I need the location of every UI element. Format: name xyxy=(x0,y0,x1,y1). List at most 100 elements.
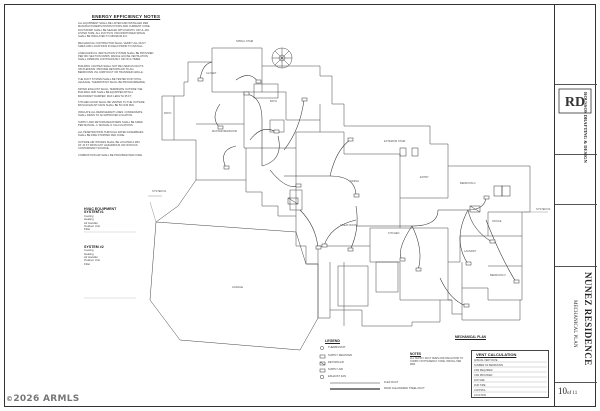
energy-note-line: SHALL OPERATE CONTINUOUSLY OR ON A TIMER… xyxy=(78,58,141,62)
energy-note-line: BUILDING AND SHALL BE EQUIPPED WITH A xyxy=(78,91,134,95)
room-label-great-room: GREAT ROOM xyxy=(340,224,358,227)
energy-note-line: COMBUSTION AIR SHALL BE PROVIDED PER COD… xyxy=(78,153,143,157)
energy-note-line: A MECHANICAL VENTILATION SYSTEM SHALL BE… xyxy=(78,51,154,55)
vent-calc-row: NUMBER OF BEDROOMS xyxy=(474,364,503,367)
energy-note-line: LISTED TAPE. ALL DUCTS IN UNCONDITIONED … xyxy=(78,31,146,35)
notes-block-text: ALL SUPPLY DUCT SIZES AND INSULATION TO … xyxy=(410,357,464,366)
system2-label: SYSTEM #2 xyxy=(84,244,104,249)
energy-note-line: PER MANUAL J / MANUAL D CALCULATIONS. xyxy=(78,124,134,128)
vent-calculation-title: VENT CALCULATION xyxy=(476,352,517,357)
energy-note-line: PER IRC SECTION M1505. WHOLE HOUSE VENTI… xyxy=(78,54,148,58)
legend-supply-register: SUPPLY REGISTER xyxy=(328,354,352,357)
notes-block-title: NOTES xyxy=(410,352,421,356)
energy-note-line: BATH EXHAUST FANS SHALL BE 50 CFM MIN. xyxy=(78,104,135,108)
room-label-closet: CLOSET xyxy=(206,72,217,75)
energy-note-line: MECHANICAL CONTRACTOR SHALL VERIFY ALL D… xyxy=(78,41,146,45)
room-label-system1: SYSTEM #1 xyxy=(152,190,167,193)
vent-calculation-rows: ANNUAL VENT RATE NUMBER OF BEDROOMS CFM RE… xyxy=(474,358,503,398)
energy-note-line: ALL EQUIPMENT SHALL BE LISTED AND INSTAL… xyxy=(78,22,149,25)
label-spiral-stair: SPIRAL STAIR xyxy=(236,40,254,43)
energy-note-line: BACKDRAFT DAMPER. MAX LENGTH 35 FT. xyxy=(78,94,132,98)
watermark-brand: ARMLS xyxy=(43,394,80,404)
sheet-total: of 11 xyxy=(567,391,578,396)
energy-note-line: BUILDING CAVITIES SHALL NOT BE USED AS D… xyxy=(78,64,144,68)
svg-text:RD: RD xyxy=(565,95,585,110)
vent-calc-row: CFM REQUIRED xyxy=(474,369,493,372)
house-outline-north xyxy=(173,47,531,327)
room-label-dining: DINING xyxy=(350,180,360,183)
room-label-system2: SYSTEM #2 xyxy=(536,208,551,211)
vent-calc-row: CFM PROVIDED xyxy=(474,374,493,377)
energy-note-line: OF 10 FT FROM ANY HAZARDOUS OR NOXIOUS xyxy=(78,143,138,147)
room-label-bedroom3: BEDROOM 3 xyxy=(490,274,506,277)
equipment-row: Air Handler xyxy=(84,220,98,225)
vent-calc-row: FAN SIZE xyxy=(474,379,485,382)
vent-calc-row: ANNUAL VENT RATE xyxy=(474,359,498,362)
equipment-row: Cooling xyxy=(84,248,94,253)
room-label-entry: ENTRY xyxy=(420,176,429,179)
copyright-symbol: © xyxy=(6,395,14,403)
energy-notes-body: ALL EQUIPMENT SHALL BE LISTED AND INSTAL… xyxy=(78,22,166,157)
equipment-row: Filter xyxy=(84,261,91,266)
watermark-year: 2026 xyxy=(13,394,40,404)
system1-label: SYSTEM #1 xyxy=(84,210,104,215)
energy-note-line: CONTAMINANT SOURCE. xyxy=(78,147,110,151)
project-name: NUNEZ RESIDENCE xyxy=(583,272,593,366)
legend-rigid-duct: RIGID GALVANIZED STEEL DUCT xyxy=(384,387,425,390)
energy-note-line: MANUFACTURER'S INSTRUCTIONS AND CURRENT … xyxy=(78,25,151,29)
room-label-office: OFFICE xyxy=(492,220,502,223)
firm-name: ROUSSOS DRAFTING & DESIGN xyxy=(583,92,588,163)
equipment-row: Cooling xyxy=(84,213,94,218)
energy-note-line: SHALL BE INSULATED TO MINIMUM R-6. xyxy=(78,35,128,39)
legend-flex-duct: FLEX DUCT xyxy=(384,381,399,384)
equipment-row: Heating xyxy=(84,251,94,256)
energy-note-line: SUPPLY AND RETURN REGISTERS SHALL BE SIZ… xyxy=(78,120,143,124)
title-block xyxy=(554,4,597,407)
room-label-garage: GARAGE xyxy=(232,286,244,289)
room-label-bath: BATH xyxy=(270,100,277,103)
room-label-patio: PATIO xyxy=(164,112,172,115)
garage-outline xyxy=(149,221,319,351)
vent-calc-row: CONTROL xyxy=(474,389,486,392)
energy-note-line: SHALL BE FIRE STOPPED PER CODE. xyxy=(78,134,125,138)
energy-note-line: ALL PENETRATIONS THROUGH RATED ASSEMBLIE… xyxy=(78,130,144,134)
energy-note-line: BEDROOMS VIA JUMP DUCT OR TRANSFER GRILL… xyxy=(78,71,144,75)
room-label-kitchen: KITCHEN xyxy=(388,232,400,235)
firm-logo: RD xyxy=(558,88,592,114)
equipment-row: Outdoor Unit xyxy=(84,224,100,229)
equipment-row: Filter xyxy=(84,227,91,232)
watermark: ©2026 ARMLS xyxy=(6,394,80,404)
legend-supply-air: SUPPLY AIR xyxy=(328,368,343,371)
sheet-border xyxy=(4,4,596,407)
label-exterior-stair: EXTERIOR STAIR xyxy=(384,140,406,143)
sheet-number: 10of 11 xyxy=(558,386,577,396)
legend-thermostat: THERMOSTAT xyxy=(328,346,346,349)
legend-return-air: RETURN AIR xyxy=(328,361,344,364)
energy-note-line: DRYER EXHAUST SHALL TERMINATE OUTSIDE TH… xyxy=(78,87,143,91)
energy-note-line: OUTSIDE AIR INTAKES SHALL BE LOCATED A M… xyxy=(78,140,141,144)
energy-note-line: OR PLENUMS. PROVIDE RETURN AIR TO ALL xyxy=(78,68,135,72)
room-label-bedroom2: BEDROOM 2 xyxy=(460,182,476,185)
vent-calc-row: RUN TIME xyxy=(474,384,486,387)
equipment-title: HVAC EQUIPMENT xyxy=(84,207,117,211)
energy-note-line: KITCHEN HOOD SHALL BE VENTED TO THE OUTS… xyxy=(78,101,146,105)
equipment-row: Air Handler xyxy=(84,255,98,260)
mechanical-plan-label: MECHANICAL PLAN xyxy=(455,335,486,339)
sheet-title: MECHANICAL PLAN xyxy=(572,300,577,348)
energy-note-line: SIZES AND LOCATIONS IN FIELD PRIOR TO IN… xyxy=(78,45,144,49)
energy-note-line: INSULATE ALL REFRIGERANT LINES. CONDENSA… xyxy=(78,111,143,115)
energy-note-line: THE DUCT SYSTEM SHALL BE TESTED FOR TOTA… xyxy=(78,78,142,82)
equipment-row: Outdoor Unit xyxy=(84,258,100,263)
vent-calculation-table xyxy=(471,350,549,398)
energy-note-line: DUCTWORK SHALL BE SEALED WITH MASTIC OR … xyxy=(78,28,149,32)
energy-notes-title: ENERGY EFFICIENCY NOTES xyxy=(92,14,161,19)
energy-note-line: LEAKAGE. THERMOSTAT SHALL BE PROGRAMMABL… xyxy=(78,81,146,85)
vent-calc-row: LOCATION xyxy=(474,394,487,397)
equipment-row: Heating xyxy=(84,217,94,222)
legend-exhaust-fan: EXHAUST FAN xyxy=(328,375,346,378)
